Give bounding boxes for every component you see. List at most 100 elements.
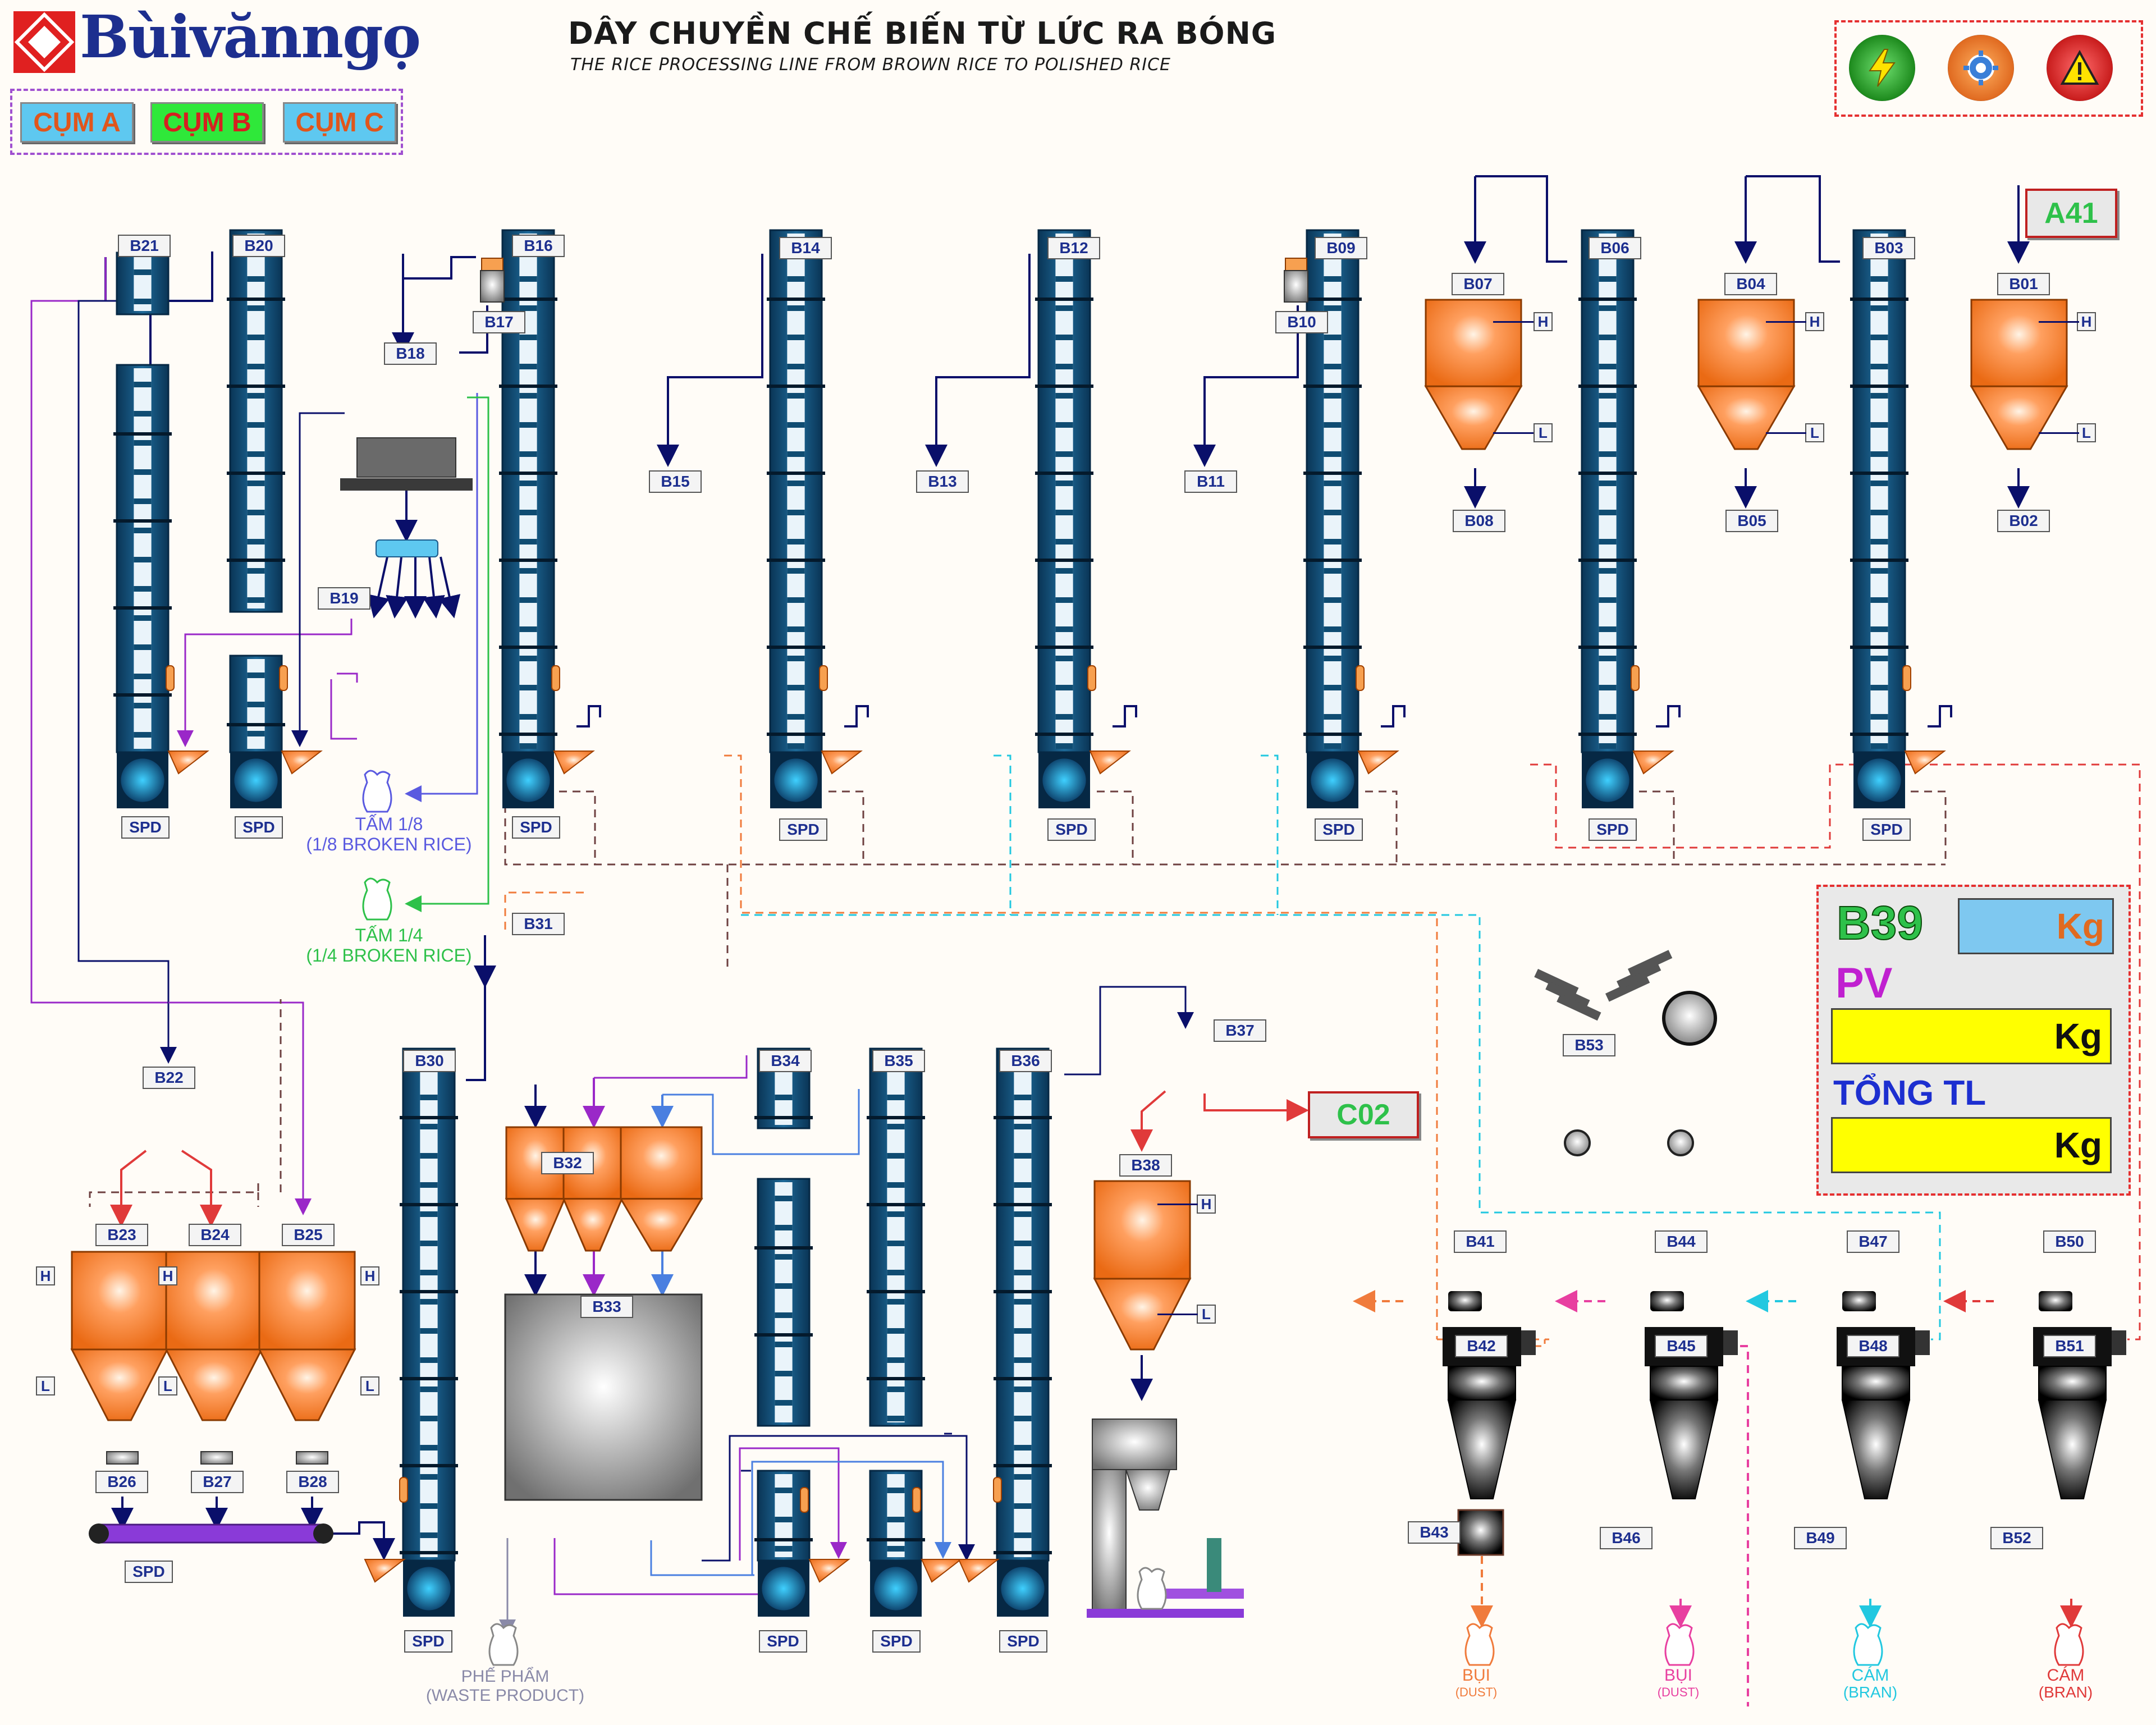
tab-cum-c[interactable]: CỤM C bbox=[283, 102, 396, 143]
spd-label-6[interactable]: SPD bbox=[1589, 818, 1637, 841]
label-b45[interactable]: B45 bbox=[1655, 1335, 1708, 1357]
cyclone-B48[interactable] bbox=[1837, 1291, 1930, 1499]
label-b09[interactable]: B09 bbox=[1315, 237, 1367, 259]
label-b24[interactable]: B24 bbox=[189, 1224, 241, 1246]
elevator-B34-boot[interactable] bbox=[754, 1470, 813, 1562]
label-b12[interactable]: B12 bbox=[1047, 237, 1100, 259]
spd-label-2[interactable]: SPD bbox=[512, 816, 560, 839]
spd-label-0[interactable]: SPD bbox=[121, 816, 170, 839]
bin-B24[interactable] bbox=[164, 1251, 263, 1421]
spd-label-11[interactable]: SPD bbox=[872, 1630, 921, 1653]
label-b21[interactable]: B21 bbox=[118, 235, 171, 257]
label-b28[interactable]: B28 bbox=[286, 1471, 339, 1493]
label-b27[interactable]: B27 bbox=[191, 1471, 244, 1493]
label-b47[interactable]: B47 bbox=[1847, 1230, 1899, 1253]
label-b10[interactable]: B10 bbox=[1275, 311, 1328, 333]
elevator-B06[interactable] bbox=[1578, 229, 1637, 753]
spd-label-1[interactable]: SPD bbox=[235, 816, 283, 839]
label-b31[interactable]: B31 bbox=[512, 913, 565, 935]
label-b52[interactable]: B52 bbox=[1990, 1527, 2043, 1549]
label-b49[interactable]: B49 bbox=[1794, 1527, 1847, 1549]
bin-B32a[interactable] bbox=[505, 1126, 566, 1252]
bin-B38[interactable] bbox=[1093, 1180, 1192, 1351]
label-b18[interactable]: B18 bbox=[384, 342, 437, 365]
tab-cum-b[interactable]: CỤM B bbox=[150, 102, 264, 143]
spd-label-12[interactable]: SPD bbox=[999, 1630, 1047, 1653]
bin-B32c[interactable] bbox=[619, 1126, 703, 1252]
elevator-B36[interactable] bbox=[994, 1047, 1052, 1562]
elevator-B21-lower[interactable] bbox=[113, 364, 172, 753]
label-b32[interactable]: B32 bbox=[541, 1152, 594, 1174]
label-b23[interactable]: B23 bbox=[95, 1224, 148, 1246]
label-b44[interactable]: B44 bbox=[1655, 1230, 1708, 1253]
label-b50[interactable]: B50 bbox=[2043, 1230, 2096, 1253]
label-b51[interactable]: B51 bbox=[2043, 1335, 2096, 1357]
label-b25[interactable]: B25 bbox=[282, 1224, 335, 1246]
label-b53[interactable]: B53 bbox=[1563, 1034, 1615, 1056]
power-button[interactable] bbox=[1849, 35, 1915, 101]
elevator-B14[interactable] bbox=[767, 229, 825, 753]
elevator-B35-boot[interactable] bbox=[867, 1470, 925, 1562]
elevator-B12[interactable] bbox=[1035, 229, 1093, 753]
tag-a41[interactable]: A41 bbox=[2025, 189, 2117, 238]
bin-B25[interactable] bbox=[258, 1251, 356, 1421]
elevator-B09[interactable] bbox=[1303, 229, 1362, 753]
settings-button[interactable] bbox=[1948, 35, 2014, 101]
tab-cum-a[interactable]: CỤM A bbox=[20, 102, 134, 143]
bin-B07[interactable] bbox=[1424, 299, 1523, 450]
setpoint-field[interactable]: Kg bbox=[1958, 898, 2114, 954]
label-b26[interactable]: B26 bbox=[95, 1471, 148, 1493]
label-b17[interactable]: B17 bbox=[473, 311, 525, 333]
label-b07[interactable]: B07 bbox=[1452, 273, 1504, 295]
label-b11[interactable]: B11 bbox=[1184, 470, 1237, 493]
spd-label-5[interactable]: SPD bbox=[1315, 818, 1363, 841]
tag-c02[interactable]: C02 bbox=[1308, 1091, 1419, 1138]
label-b30[interactable]: B30 bbox=[403, 1050, 456, 1072]
label-b33[interactable]: B33 bbox=[580, 1296, 633, 1318]
label-b36[interactable]: B36 bbox=[999, 1050, 1052, 1072]
elevator-B35[interactable] bbox=[867, 1047, 925, 1427]
label-b02[interactable]: B02 bbox=[1997, 510, 2050, 532]
spd-label-3[interactable]: SPD bbox=[779, 818, 827, 841]
label-b14[interactable]: B14 bbox=[779, 237, 832, 259]
label-b22[interactable]: B22 bbox=[143, 1067, 195, 1089]
label-b03[interactable]: B03 bbox=[1862, 237, 1915, 259]
label-b43[interactable]: B43 bbox=[1408, 1521, 1461, 1544]
label-b05[interactable]: B05 bbox=[1725, 510, 1778, 532]
cyclone-B51[interactable] bbox=[2033, 1291, 2126, 1499]
spd-label-10[interactable]: SPD bbox=[759, 1630, 807, 1653]
label-b06[interactable]: B06 bbox=[1589, 237, 1641, 259]
label-b34[interactable]: B34 bbox=[759, 1050, 812, 1072]
elevator-B16[interactable] bbox=[499, 229, 557, 753]
cyclone-B45[interactable] bbox=[1645, 1291, 1738, 1499]
elevator-B20-upper[interactable] bbox=[227, 229, 285, 613]
elevator-B30[interactable] bbox=[400, 1047, 458, 1562]
spd-label-7[interactable]: SPD bbox=[1862, 818, 1911, 841]
label-b19[interactable]: B19 bbox=[318, 587, 370, 610]
bin-B01[interactable] bbox=[1970, 299, 2068, 450]
label-b35[interactable]: B35 bbox=[872, 1050, 925, 1072]
label-b48[interactable]: B48 bbox=[1847, 1335, 1899, 1357]
label-b13[interactable]: B13 bbox=[916, 470, 969, 493]
elevator-B20-lower[interactable] bbox=[227, 655, 285, 753]
elevator-B34-lower[interactable] bbox=[754, 1178, 813, 1427]
label-b42[interactable]: B42 bbox=[1455, 1335, 1508, 1357]
label-b46[interactable]: B46 bbox=[1600, 1527, 1653, 1549]
label-b41[interactable]: B41 bbox=[1454, 1230, 1507, 1253]
bin-B32b[interactable] bbox=[562, 1126, 624, 1252]
elevator-B21-upper[interactable] bbox=[116, 251, 170, 315]
label-b37[interactable]: B37 bbox=[1214, 1019, 1266, 1042]
label-b04[interactable]: B04 bbox=[1724, 273, 1777, 295]
cyclone-B42[interactable] bbox=[1443, 1291, 1536, 1499]
label-b38[interactable]: B38 bbox=[1119, 1154, 1172, 1177]
label-b08[interactable]: B08 bbox=[1453, 510, 1505, 532]
label-b01[interactable]: B01 bbox=[1997, 273, 2050, 295]
spd-label-9[interactable]: SPD bbox=[404, 1630, 452, 1653]
bin-B23[interactable] bbox=[70, 1251, 169, 1421]
label-b20[interactable]: B20 bbox=[232, 235, 285, 257]
bin-B04[interactable] bbox=[1697, 299, 1796, 450]
label-b16[interactable]: B16 bbox=[512, 235, 565, 257]
label-b15[interactable]: B15 bbox=[649, 470, 702, 493]
alarm-button[interactable] bbox=[2047, 35, 2113, 101]
spd-label-4[interactable]: SPD bbox=[1047, 818, 1096, 841]
